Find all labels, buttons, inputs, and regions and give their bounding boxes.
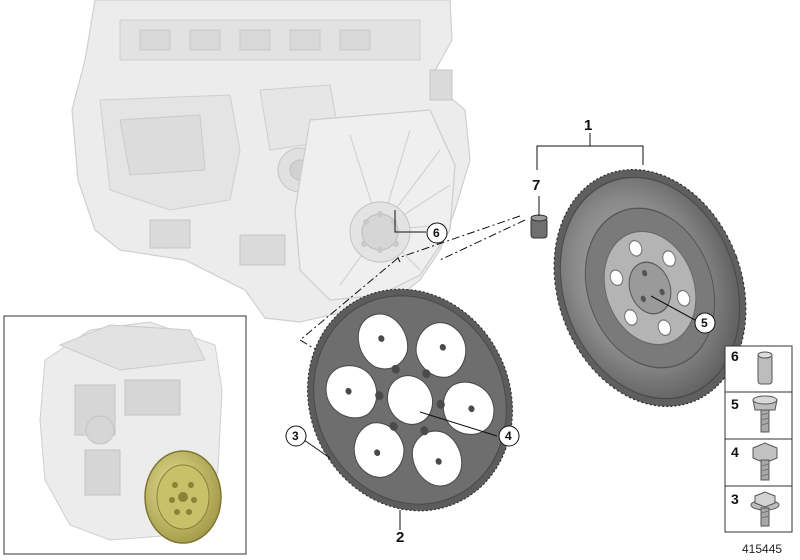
- callout-4-circle: 4: [498, 425, 520, 447]
- torx-bolt-icon: [752, 395, 778, 433]
- legend-label-4: 4: [731, 444, 739, 460]
- fastener-legend: 6 5 4 3: [724, 345, 793, 533]
- callout-5-circle: 5: [694, 312, 716, 334]
- callout-6-circle: 6: [426, 222, 448, 244]
- legend-label-6: 6: [731, 348, 739, 364]
- engine-block: [71, 0, 471, 323]
- legend-label-3: 3: [731, 491, 739, 507]
- leader-lines: [303, 133, 696, 530]
- dowel-pin-icon: [757, 351, 773, 385]
- legend-label-5: 5: [731, 396, 739, 412]
- hex-bolt-icon: [752, 442, 778, 481]
- dual-mass-flywheel: [553, 168, 747, 408]
- callout-3: 3: [292, 429, 299, 443]
- flange-bolt-icon: [750, 491, 780, 527]
- flexplate: [307, 288, 513, 512]
- engine-overview-inset: [3, 315, 247, 555]
- callout-1: 1: [584, 117, 592, 134]
- callout-5: 5: [701, 316, 708, 330]
- pilot-bushing: [530, 214, 548, 239]
- callout-6: 6: [433, 226, 440, 240]
- callout-3-circle: 3: [285, 425, 307, 447]
- document-id: 415445: [742, 542, 782, 556]
- callout-4: 4: [505, 429, 512, 443]
- callout-2: 2: [396, 529, 404, 546]
- callout-7: 7: [532, 177, 540, 194]
